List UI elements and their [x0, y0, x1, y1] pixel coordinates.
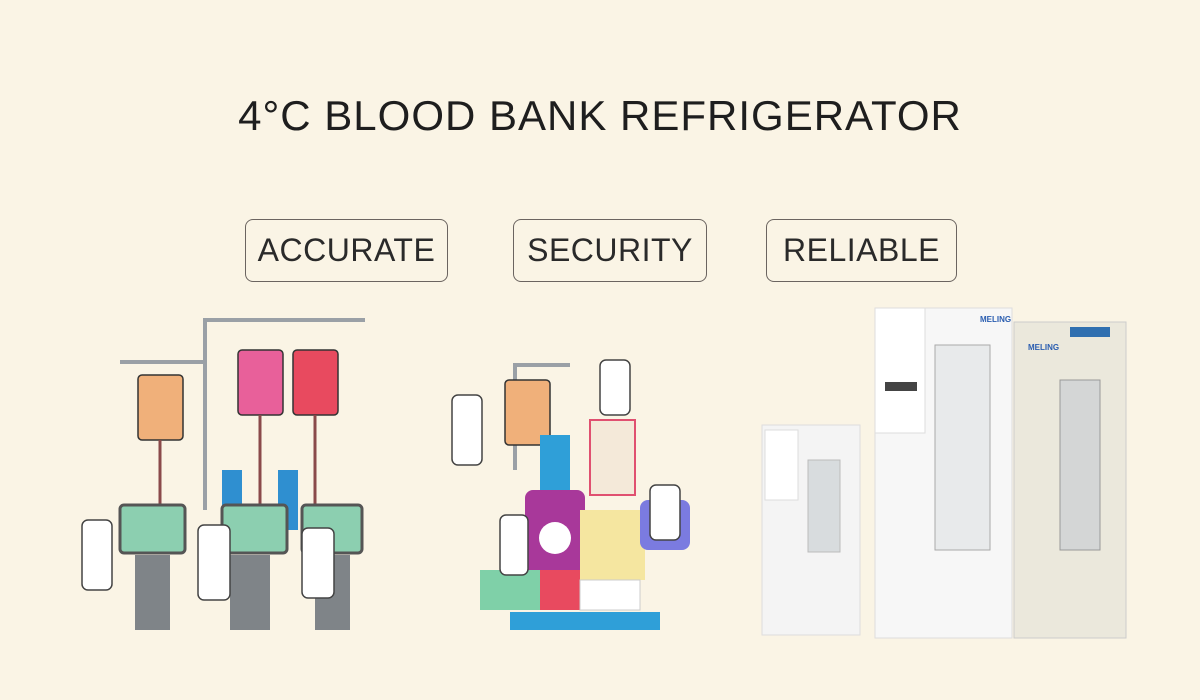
doctor-figure [81, 519, 335, 601]
blood-transfusion-illustration [81, 318, 365, 630]
doctor-figure [451, 359, 681, 576]
brand-logo: MELING [1028, 343, 1059, 352]
feature-badge-reliable: RELIABLE [766, 219, 957, 282]
refrigerator-large-white: MELING [874, 307, 1013, 639]
medicine-research-illustration [451, 359, 690, 630]
refrigerator-small [761, 424, 861, 636]
page-title: 4°C BLOOD BANK REFRIGERATOR [238, 92, 962, 139]
blood-bag-icon [137, 349, 339, 510]
feature-badge-accurate: ACCURATE [245, 219, 448, 282]
brand-logo: MELING [980, 315, 1011, 324]
feature-badge-security: SECURITY [513, 219, 707, 282]
refrigerator-beige: MELING [1013, 321, 1127, 639]
refrigerator-product-photos: MELING MELING [760, 300, 1140, 645]
syringe-icon [510, 612, 660, 630]
blood-bag-icon [504, 379, 551, 446]
